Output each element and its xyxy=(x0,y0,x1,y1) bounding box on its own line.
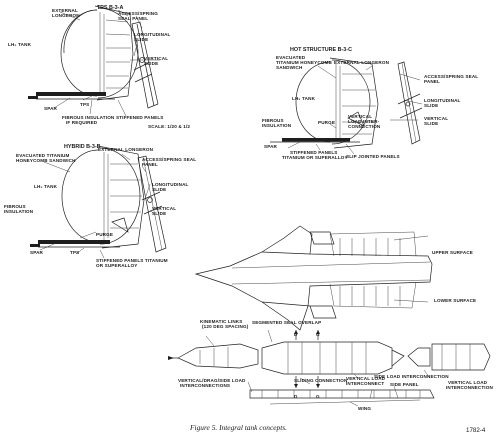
panel-a-label-spar: SPAR xyxy=(44,106,58,111)
panel-b-label-evacuated: EVACUATED xyxy=(276,55,306,60)
panel-c-label-vertical: VERTICAL xyxy=(152,206,176,211)
panel-c-label-insulation: INSULATION xyxy=(4,209,34,214)
panel-b-label-stiffened-panels: STIFFENED PANELS xyxy=(290,150,338,155)
panel-a-label-vertical-slide: SLIDE xyxy=(144,61,158,66)
panel-b-label-lh2-tank: LH₂ TANK xyxy=(292,96,316,101)
panel-b-title: HOT STRUCTURE B-3-C xyxy=(290,47,352,53)
panel-c-label-longitudinal: LONGITUDINAL xyxy=(152,182,189,187)
tps-tank-cross-section xyxy=(28,5,139,101)
label-kinematic-links: KINEMATIC LINKS xyxy=(200,319,243,324)
panel-a-label-longeron: LONGERON xyxy=(52,13,80,18)
panel-b-label-vertical: VERTICAL xyxy=(348,114,372,119)
panel-c-label-purge: PURGE xyxy=(96,232,113,237)
panel-c-label-fibrous: FIBROUS xyxy=(4,204,26,209)
label-upper-surface: UPPER SURFACE xyxy=(432,250,473,255)
panel-c-title: HYBRID B-3-B xyxy=(64,144,101,150)
panel-b-label-insulation: INSULATION xyxy=(262,123,292,128)
panel-vehicle-planform: UPPER SURFACE LOWER SURFACE xyxy=(194,225,476,331)
panel-a-label-external: EXTERNAL xyxy=(52,8,78,13)
panel-c-label-evacuated-titanium: EVACUATED TITANIUM xyxy=(16,153,70,158)
section-cut-markers xyxy=(294,330,320,388)
panel-a-label-scale: SCALE: 1/20 & 1/2 xyxy=(148,124,190,129)
panel-b-label-load-inter: LOAD INTER- xyxy=(348,119,380,124)
label-section-d-bottom: D xyxy=(294,394,298,399)
panel-b-label-spar: SPAR xyxy=(264,144,278,149)
label-side-load-interconnection: SIDE LOAD INTERCONNECTION xyxy=(374,374,449,379)
forward-nose-section xyxy=(168,343,259,369)
panel-b-label-external-longeron: EXTERNAL LONGERON xyxy=(334,60,390,65)
panel-c-label-stiffened-panels: STIFFENED PANELS TITANIUM xyxy=(96,258,168,263)
label-vertical-load: VERTICAL LOAD xyxy=(346,376,386,381)
panel-a-label-longitudinal: LONGITUDINAL xyxy=(134,32,171,37)
panel-hot-structure-b3c: HOT STRUCTURE B-3-C EVACUATED TITANIUM H… xyxy=(262,47,478,160)
hybrid-side-panel xyxy=(137,155,167,253)
panel-a-label-if-required: IF REQUIRED xyxy=(66,120,98,125)
panel-b-label-titanium-honeycomb: TITANIUM HONEYCOMB xyxy=(276,60,332,65)
panel-b-label-slide: SLIDE xyxy=(424,103,438,108)
label-wing: WING xyxy=(358,406,371,411)
panel-b-label-longitudinal: LONGITUDINAL xyxy=(424,98,461,103)
label-segmented-seal-overlap: SEGMENTED SEAL OVERLAP xyxy=(252,320,321,325)
panel-c-label-access-spring-seal: ACCESS/SPRING SEAL xyxy=(142,157,196,162)
panel-c-label-external-longeron: EXTERNAL LONGERON xyxy=(98,147,154,152)
label-120-deg-spacing: (120 DEG SPACING) xyxy=(202,324,249,329)
panel-a-label-stiffened-panels: STIFFENED PANELS xyxy=(116,115,164,120)
lower-wing-strip xyxy=(249,389,435,405)
label-vertical-load-2: VERTICAL LOAD xyxy=(448,380,488,385)
panel-hybrid-b3b: HYBRID B-3-B EVACUATED TITANIUM HONEYCOM… xyxy=(4,144,196,268)
panel-b-label-vertical-2: VERTICAL xyxy=(424,116,448,121)
panel-b-label-purge: PURGE xyxy=(318,120,335,125)
label-vertical-drag-side-load: VERTICAL/DRAG/SIDE LOAD xyxy=(178,378,246,383)
tps-side-panel xyxy=(130,21,160,109)
hot-structure-side-panel xyxy=(397,61,423,145)
panel-c-label-superalloy: OR SUPERALLOY xyxy=(96,263,138,268)
panel-a-label-seal-panel: SEAL PANEL xyxy=(118,16,148,21)
hybrid-tank-cross-section xyxy=(30,145,145,249)
panel-a-label-tps: TPS xyxy=(80,102,89,107)
panel-c-label-panel: PANEL xyxy=(142,162,158,167)
main-tank-body xyxy=(261,341,491,375)
vehicle-planform-drawing xyxy=(194,225,433,331)
panel-b-label-fibrous: FIBROUS xyxy=(262,118,284,123)
panel-b-label-sandwich: SANDWICH xyxy=(276,65,303,70)
panel-exploded-tank: KINEMATIC LINKS (120 DEG SPACING) SEGMEN… xyxy=(168,319,493,411)
label-sliding-connection: SLIDING CONNECTION xyxy=(294,378,348,383)
panel-a-label-lh2-tank: LH₂ TANK xyxy=(8,42,32,47)
panel-a-label-slide: SLIDE xyxy=(134,37,148,42)
panel-b-label-slide-2: SLIDE xyxy=(424,121,438,126)
panel-c-label-vertical-slide: SLIDE xyxy=(152,211,166,216)
label-interconnections: INTERCONNECTIONS xyxy=(180,383,230,388)
panel-b-label-access-spring-seal: ACCESS/SPRING SEAL xyxy=(424,74,478,79)
label-section-g-top: G xyxy=(316,332,320,337)
panel-tps-b3a: TPS B-3-A EXTERNAL LONGERON ACCESS/SPRIN… xyxy=(8,5,190,129)
panel-c-label-lh2-tank: LH₂ TANK xyxy=(34,184,58,189)
label-lower-surface: LOWER SURFACE xyxy=(434,298,476,303)
panel-c-label-honeycomb-sandwich: HONEYCOMB SANDWICH xyxy=(16,158,76,163)
figure-number: 1782-4 xyxy=(466,427,486,434)
panel-b-label-titanium-superalloy: TITANIUM OR SUPERALLOY xyxy=(282,155,348,160)
panel-c-label-slide: SLIDE xyxy=(152,187,166,192)
panel-b-label-connection: CONNECTION xyxy=(348,124,381,129)
label-interconnection: INTERCONNECTION xyxy=(446,385,493,390)
panel-b-label-panel: PANEL xyxy=(424,79,440,84)
hot-structure-tank-cross-section xyxy=(270,57,379,149)
panel-a-title: TPS B-3-A xyxy=(97,5,123,11)
panel-a-label-access-spring: ACCESS/SPRING xyxy=(118,11,158,16)
panel-c-label-spar: SPAR xyxy=(30,250,44,255)
figure-caption: Figure 5. Integral tank concepts. xyxy=(189,423,287,432)
panel-a-label-fibrous-insulation: FIBROUS INSULATION xyxy=(62,115,115,120)
label-side-panel: SIDE PANEL xyxy=(390,382,419,387)
label-section-d-top: D xyxy=(294,332,298,337)
label-section-g-bottom: G xyxy=(316,394,320,399)
panel-a-label-vertical: VERTICAL xyxy=(144,56,168,61)
label-interconnect: INTERCONNECT xyxy=(346,381,384,386)
panel-b-label-slip-jointed: SLIP JOINTED PANELS xyxy=(346,154,400,159)
panel-c-label-tps: TPS xyxy=(70,250,79,255)
